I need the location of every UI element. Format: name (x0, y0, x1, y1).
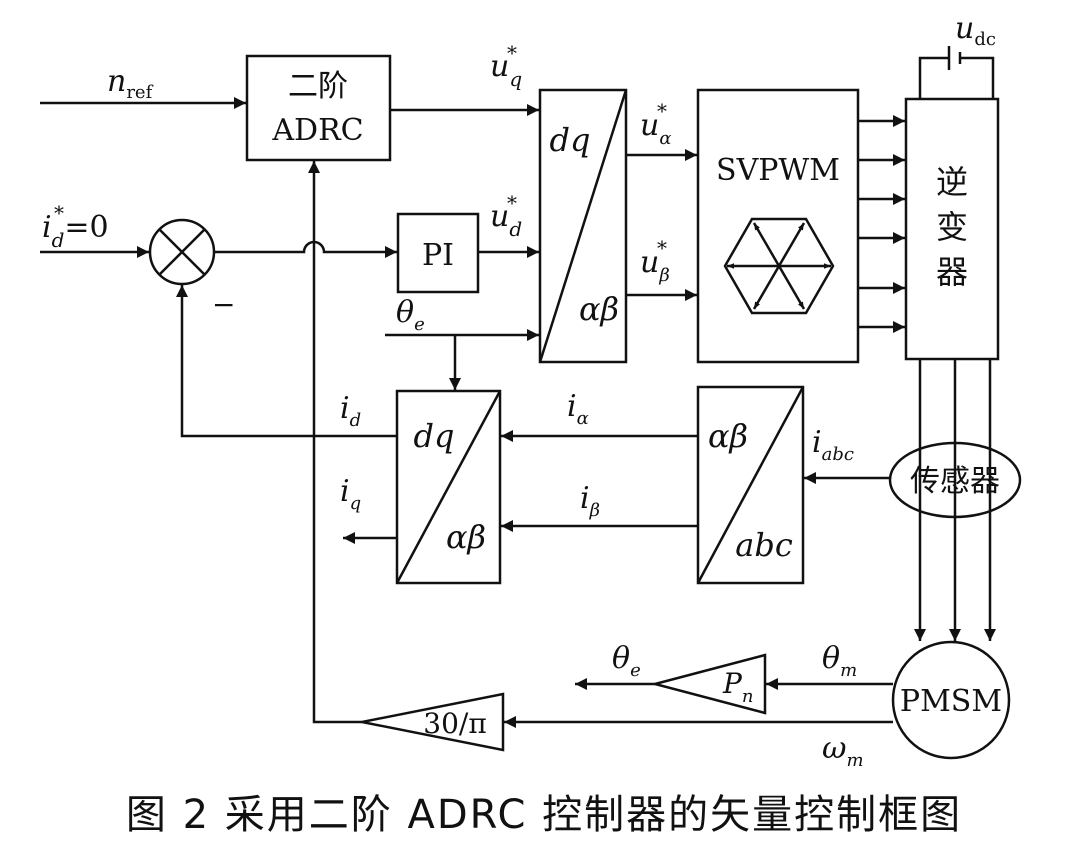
ibeta-label: iβ (580, 481, 600, 521)
svpwm-block (696, 88, 860, 364)
id-star-label: id=0 (42, 210, 109, 252)
inverse-park-block (395, 389, 502, 585)
iq-label: iq (340, 474, 361, 514)
space-vector-hexagon-icon (723, 217, 835, 315)
pole-pairs-gain (650, 653, 767, 715)
iabc-label: iabc (812, 425, 854, 465)
theta-e-in-label: θe (396, 295, 425, 335)
pmsm-label: PMSM (900, 684, 1002, 719)
udc-label: udc (955, 11, 996, 50)
inverter-block (904, 97, 1000, 361)
sensor-label: 传感器 (910, 464, 1000, 499)
error-line (214, 240, 397, 258)
speed-feedback-line (308, 161, 362, 724)
uq-star-sup: * (507, 41, 517, 65)
pwm-signals (858, 115, 905, 333)
ialpha-label: iα (567, 389, 589, 429)
ubeta-star-label: uβ (640, 245, 670, 286)
uq-star-label: uq (490, 49, 522, 91)
park-transform-block (538, 88, 628, 364)
inverter-char-1: 逆 (936, 163, 968, 201)
clarke-top-label: αβ (708, 417, 748, 455)
adrc-block (245, 54, 392, 162)
park-bottom-label: αβ (579, 290, 619, 328)
theta-e-out-label: θe (612, 641, 641, 681)
clarke-block (696, 385, 805, 585)
ualpha-star-label: uα (640, 108, 671, 149)
pi-label: PI (422, 238, 454, 273)
speed-gain (361, 692, 505, 752)
minus-sign: − (212, 288, 235, 321)
ud-star-sup: * (507, 191, 517, 215)
id-star-sup: * (54, 201, 64, 225)
id-label: id (340, 391, 361, 431)
park-top-label: dq (550, 121, 591, 159)
adrc-label-line2: ADRC (271, 113, 363, 148)
ualpha-star-sup: * (657, 99, 667, 123)
three-phase-lines (914, 359, 996, 641)
speed-gain-label: 30/π (423, 707, 486, 740)
dc-link-capacitor (918, 46, 995, 99)
theta-m-label: θm (822, 641, 857, 681)
adrc-label-line1: 二阶 (288, 69, 348, 104)
omega-m-label: ωm (822, 731, 864, 771)
nref-label: nref (107, 64, 154, 103)
figure-caption: 图 2 采用二阶 ADRC 控制器的矢量控制框图 (125, 792, 963, 838)
pmsm-motor (891, 640, 1011, 760)
svpwm-label: SVPWM (716, 153, 840, 188)
inverse-park-top-label: dq (414, 417, 455, 455)
ubeta-star-sup: * (657, 236, 667, 260)
id-feedback-line (176, 285, 397, 438)
inverse-park-bottom-label: αβ (446, 518, 486, 556)
ud-star-label: ud (490, 199, 522, 241)
inverter-char-2: 变 (936, 208, 968, 246)
clarke-bottom-label: abc (735, 526, 793, 564)
inverter-char-3: 器 (936, 253, 968, 291)
pn-label: Pn (722, 667, 753, 707)
